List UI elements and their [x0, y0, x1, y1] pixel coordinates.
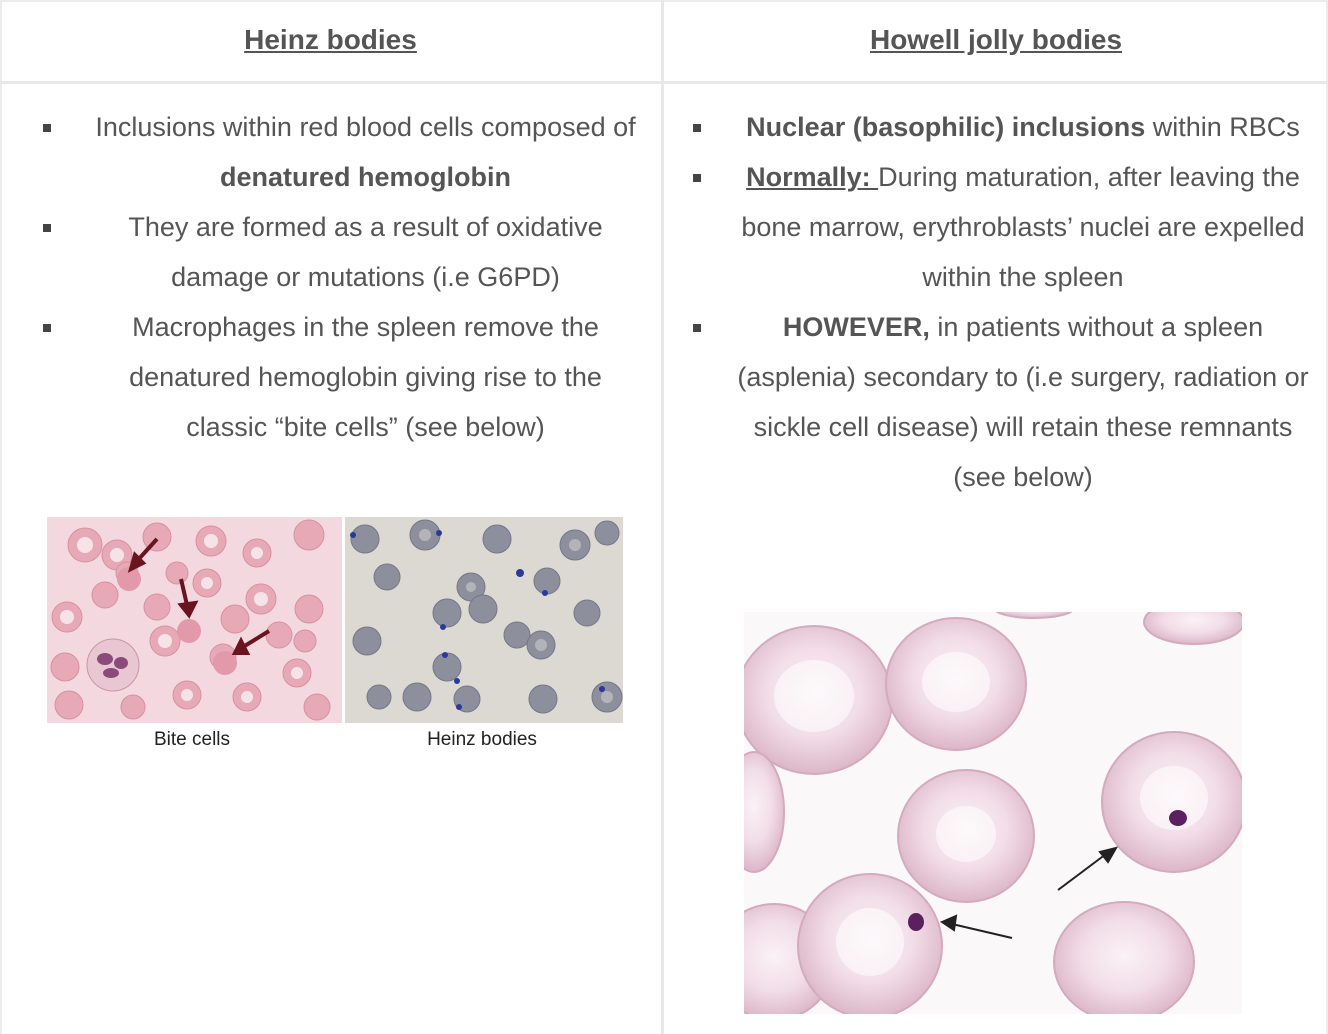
bullet-text: Macrophages in the spleen remove the den… — [129, 312, 602, 442]
list-item: Nuclear (basophilic) inclusions within R… — [690, 102, 1310, 152]
table-border-left — [0, 0, 2, 1034]
bullet-square-icon — [43, 124, 51, 132]
blood-smear-images — [47, 517, 623, 723]
bullet-square-icon — [693, 124, 701, 132]
howell-jolly-bodies-list: Nuclear (basophilic) inclusions within R… — [690, 102, 1310, 502]
bullet-text: within RBCs — [1145, 112, 1300, 142]
bullet-bold-text: HOWEVER, — [782, 312, 930, 342]
list-item: Inclusions within red blood cells compos… — [40, 102, 645, 202]
howell-jolly-smear-svg — [713, 597, 1247, 1023]
list-item: Macrophages in the spleen remove the den… — [40, 302, 645, 452]
list-item: HOWEVER, in patients without a spleen (a… — [690, 302, 1310, 502]
list-item: Normally: During maturation, after leavi… — [690, 152, 1310, 302]
header-divider — [0, 81, 1328, 84]
bullet-bold-text: Nuclear (basophilic) inclusions — [746, 112, 1146, 142]
bullet-text: They are formed as a result of oxidative… — [128, 212, 603, 292]
bite-cells-image — [47, 517, 342, 723]
bullet-text: Inclusions within red blood cells compos… — [95, 112, 636, 142]
bullet-square-icon — [693, 174, 701, 182]
table-border-top — [0, 0, 1328, 2]
column-divider — [661, 0, 664, 1034]
heinz-bodies-caption: Heinz bodies — [427, 729, 537, 750]
table-border-right — [1326, 0, 1328, 1034]
heinz-bodies-image — [345, 517, 623, 723]
bite-cells-heinz-bodies-figure: Bite cells Heinz bodies — [47, 517, 623, 757]
heinz-bodies-header: Heinz bodies — [244, 24, 417, 55]
bullet-text: During maturation, after leaving the bon… — [741, 162, 1305, 292]
bite-cells-caption: Bite cells — [153, 729, 231, 750]
howell-jolly-bodies-header: Howell jolly bodies — [869, 24, 1123, 55]
bullet-square-icon — [43, 224, 51, 232]
list-item: They are formed as a result of oxidative… — [40, 202, 645, 302]
howell-jolly-bodies-image — [713, 597, 1247, 1023]
bullet-square-icon — [693, 324, 701, 332]
bullet-text: in patients without a spleen (asplenia) … — [737, 312, 1309, 492]
bullet-bold-text: denatured hemoglobin — [219, 162, 511, 192]
heinz-bodies-list: Inclusions within red blood cells compos… — [40, 102, 645, 452]
bullet-underlined-text: Normally: — [746, 162, 879, 192]
bullet-square-icon — [43, 324, 51, 332]
